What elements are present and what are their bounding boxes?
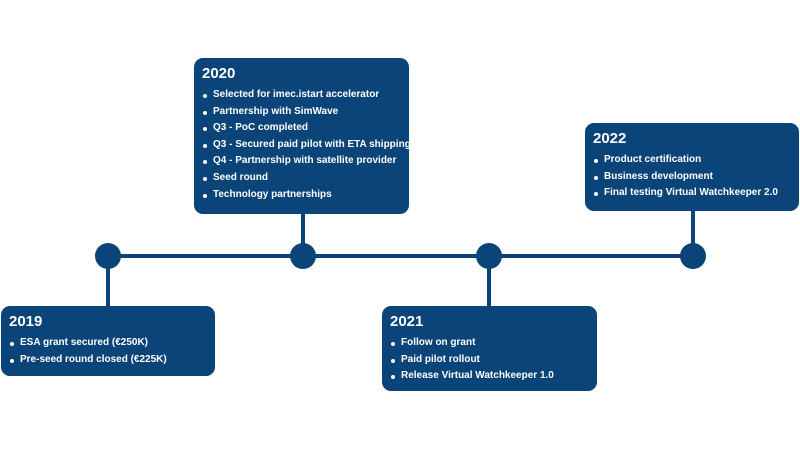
- milestone-item: Selected for imec.istart accelerator: [202, 87, 401, 104]
- milestone-item: Q4 - Partnership with satellite provider: [202, 153, 401, 170]
- milestone-item: Seed round: [202, 170, 401, 187]
- milestone-item: ESA grant secured (€250K): [9, 335, 207, 352]
- milestone-card-2022: 2022 Product certification Business deve…: [585, 123, 799, 211]
- timeline-line: [108, 254, 694, 258]
- milestone-item: Follow on grant: [390, 335, 589, 352]
- milestone-item: Release Virtual Watchkeeper 1.0: [390, 368, 589, 385]
- milestone-item: Final testing Virtual Watchkeeper 2.0: [593, 185, 791, 202]
- milestone-year: 2019: [9, 313, 43, 330]
- connector-2021: [487, 256, 491, 308]
- milestone-item: Technology partnerships: [202, 187, 401, 204]
- milestone-item: Partnership with SimWave: [202, 104, 401, 121]
- milestone-item: Q3 - Secured paid pilot with ETA shippin…: [202, 137, 411, 154]
- milestone-year: 2020: [202, 65, 236, 82]
- milestone-items: Product certification Business developme…: [593, 152, 791, 202]
- connector-2022: [691, 208, 695, 256]
- milestone-items: Follow on grant Paid pilot rollout Relea…: [390, 335, 589, 385]
- milestone-items: ESA grant secured (€250K) Pre-seed round…: [9, 335, 207, 368]
- milestone-item: Business development: [593, 169, 791, 186]
- milestone-year: 2022: [593, 130, 627, 147]
- milestone-card-2021: 2021 Follow on grant Paid pilot rollout …: [382, 306, 597, 391]
- connector-2020: [301, 212, 305, 256]
- connector-2019: [106, 256, 110, 308]
- milestone-item: Pre-seed round closed (€225K): [9, 352, 207, 369]
- milestone-year: 2021: [390, 313, 424, 330]
- milestone-item: Paid pilot rollout: [390, 352, 589, 369]
- milestone-item: Q3 - PoC completed: [202, 120, 401, 137]
- milestone-item: Product certification: [593, 152, 791, 169]
- milestone-card-2019: 2019 ESA grant secured (€250K) Pre-seed …: [1, 306, 215, 376]
- milestone-card-2020: 2020 Selected for imec.istart accelerato…: [194, 58, 411, 214]
- milestone-items: Selected for imec.istart accelerator Par…: [202, 87, 411, 204]
